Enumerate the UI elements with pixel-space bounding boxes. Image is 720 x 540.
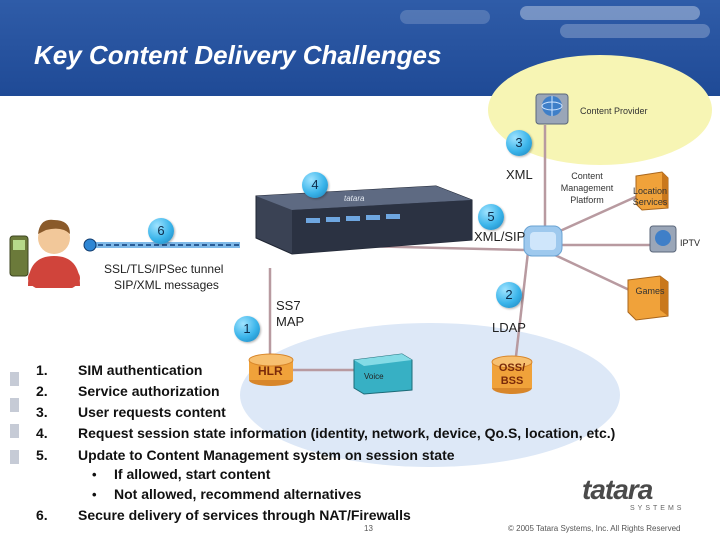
- list-number: 3.: [36, 404, 48, 420]
- list-item: Service authorization: [78, 383, 220, 399]
- sub-bullet: •: [92, 467, 97, 482]
- list-item: SIM authentication: [78, 362, 203, 378]
- content-provider-server-icon: [535, 93, 569, 125]
- decorative-stripe: [560, 24, 710, 38]
- mobile-user-icon: [9, 219, 80, 288]
- page-number: 13: [364, 524, 373, 533]
- list-number: 1.: [36, 362, 48, 378]
- tatara-tagline: SYSTEMS: [630, 505, 685, 512]
- title-banner: Key Content Delivery Challenges: [0, 0, 720, 96]
- ss7-map-link-label: SS7 MAP: [276, 298, 316, 330]
- iptv-label: IPTV: [680, 238, 701, 248]
- oss-bss-database-icon: [491, 355, 533, 394]
- list-number: 6.: [36, 507, 48, 523]
- iptv-server-icon: [649, 225, 677, 253]
- tunnel-icon: [83, 238, 240, 252]
- list-number: 4.: [36, 425, 48, 441]
- games-label: Games: [635, 286, 665, 296]
- sub-bullet: •: [92, 487, 97, 502]
- list-number: 2.: [36, 383, 48, 399]
- list-number: 5.: [36, 447, 48, 463]
- step-1-badge: 1: [234, 316, 260, 342]
- hlr-database-icon: [248, 353, 294, 386]
- voice-label: Voice: [364, 372, 384, 381]
- tunnel-label-line1: SSL/TLS/IPSec tunnel: [104, 262, 224, 276]
- ss7-map-text: SS7 MAP: [276, 298, 305, 329]
- content-provider-label: Content Provider: [580, 106, 648, 116]
- network-cloud: [240, 323, 620, 467]
- list-item: User requests content: [78, 404, 226, 420]
- step-3-badge: 3: [506, 130, 532, 156]
- copyright-notice: © 2005 Tatara Systems, Inc. All Rights R…: [508, 524, 681, 533]
- xml-link-label: XML: [506, 167, 533, 182]
- tatara-appliance-icon: tatara: [255, 185, 473, 255]
- decorative-stripe: [400, 10, 490, 24]
- xml-sip-link-label: XML/SIP: [474, 229, 526, 244]
- sub-list-item: If allowed, start content: [114, 466, 271, 482]
- content-management-label: Content Management Platform: [560, 171, 614, 205]
- decorative-stripe: [520, 6, 700, 20]
- sub-list-item: Not allowed, recommend alternatives: [114, 486, 362, 502]
- location-services-server-icon: [635, 171, 669, 211]
- list-item: Secure delivery of services through NAT/…: [78, 507, 411, 523]
- games-server-icon: [627, 275, 669, 321]
- decorative-mark: [10, 424, 19, 438]
- decorative-mark: [10, 450, 19, 464]
- hlr-label: HLR: [258, 364, 283, 378]
- ldap-link-label: LDAP: [492, 320, 526, 335]
- step-2-badge: 2: [496, 282, 522, 308]
- page-title: Key Content Delivery Challenges: [34, 40, 442, 70]
- step-6-badge: 6: [148, 218, 174, 244]
- list-item: Request session state information (ident…: [78, 425, 616, 441]
- decorative-mark: [10, 372, 19, 386]
- content-management-hub-icon: [523, 225, 563, 257]
- tatara-logo: tatara: [582, 474, 653, 505]
- list-item: Update to Content Management system on s…: [78, 447, 455, 463]
- step-4-badge: 4: [302, 172, 328, 198]
- tunnel-label-line2: SIP/XML messages: [114, 278, 219, 292]
- decorative-mark: [10, 398, 19, 412]
- voice-switch-icon: [353, 353, 413, 395]
- oss-bss-label: OSS/ BSS: [498, 362, 526, 387]
- step-5-badge: 5: [478, 204, 504, 230]
- appliance-logo-text: tatara: [344, 194, 365, 203]
- location-services-label: Location Services: [632, 186, 668, 207]
